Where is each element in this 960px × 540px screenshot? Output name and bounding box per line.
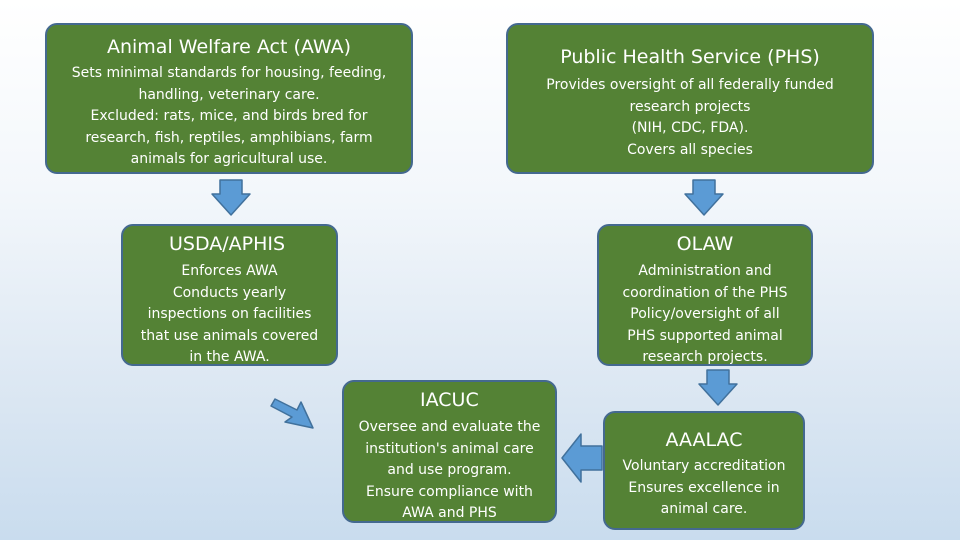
olaw-line: research projects. bbox=[642, 349, 768, 366]
iacuc-line: and use program. bbox=[387, 462, 512, 479]
olaw-to-aaalac-arrow-icon bbox=[698, 369, 738, 406]
aaalac-description: Voluntary accreditation Ensures excellen… bbox=[605, 456, 803, 521]
awa-to-usda-arrow-icon bbox=[211, 179, 251, 216]
aaalac-line: animal care. bbox=[660, 501, 748, 518]
usda-aphis-line: inspections on facilities bbox=[147, 306, 312, 323]
iacuc-box: IACUC Oversee and evaluate the instituti… bbox=[342, 380, 557, 523]
iacuc-line: Ensure compliance with bbox=[366, 483, 533, 500]
usda-aphis-title: USDA/APHIS bbox=[169, 233, 286, 255]
aaalac-title: AAALAC bbox=[665, 429, 743, 451]
olaw-line: Administration and bbox=[638, 263, 772, 279]
awa-line: handling, veterinary care. bbox=[138, 86, 320, 103]
usda-aphis-description: Enforces AWA Conducts yearly inspections… bbox=[123, 261, 336, 369]
awa-line: Sets minimal standards for housing, feed… bbox=[71, 65, 387, 81]
iacuc-line: institution's animal care bbox=[365, 440, 534, 457]
olaw-title: OLAW bbox=[676, 233, 734, 255]
aaalac-box: AAALAC Voluntary accreditation Ensures e… bbox=[603, 411, 805, 530]
phs-title: Public Health Service (PHS) bbox=[560, 46, 820, 68]
iacuc-description: Oversee and evaluate the institution's a… bbox=[344, 417, 555, 525]
usda-aphis-line: that use animals covered bbox=[140, 327, 319, 344]
awa-line: research, fish, reptiles, amphibians, fa… bbox=[85, 129, 373, 146]
usda-to-iacuc-arrow-icon bbox=[270, 398, 314, 429]
iacuc-line: AWA and PHS bbox=[402, 505, 497, 522]
awa-box: Animal Welfare Act (AWA) Sets minimal st… bbox=[45, 23, 413, 174]
phs-line: Provides oversight of all federally fund… bbox=[546, 77, 834, 93]
olaw-line: Policy/oversight of all bbox=[630, 306, 780, 323]
usda-aphis-box: USDA/APHIS Enforces AWA Conducts yearly … bbox=[121, 224, 338, 366]
aaalac-to-iacuc-arrow-icon bbox=[561, 433, 603, 483]
usda-aphis-line: Enforces AWA bbox=[181, 263, 278, 279]
olaw-box: OLAW Administration and coordination of … bbox=[597, 224, 813, 366]
phs-line: research projects bbox=[629, 98, 751, 115]
olaw-description: Administration and coordination of the P… bbox=[599, 261, 811, 369]
olaw-line: PHS supported animal bbox=[627, 327, 783, 344]
usda-aphis-line: Conducts yearly bbox=[172, 284, 287, 301]
phs-box: Public Health Service (PHS) Provides ove… bbox=[506, 23, 874, 174]
iacuc-title: IACUC bbox=[420, 389, 479, 411]
aaalac-line: Ensures excellence in bbox=[628, 479, 780, 496]
phs-line: (NIH, CDC, FDA). bbox=[631, 120, 749, 137]
usda-aphis-line: in the AWA. bbox=[189, 349, 270, 366]
phs-description: Provides oversight of all federally fund… bbox=[508, 75, 872, 161]
awa-title: Animal Welfare Act (AWA) bbox=[106, 36, 351, 58]
awa-line: animals for agricultural use. bbox=[130, 151, 328, 168]
olaw-line: coordination of the PHS bbox=[622, 284, 788, 301]
awa-line: Excluded: rats, mice, and birds bred for bbox=[90, 108, 368, 125]
phs-to-olaw-arrow-icon bbox=[684, 179, 724, 216]
aaalac-line: Voluntary accreditation bbox=[622, 458, 786, 474]
iacuc-line: Oversee and evaluate the bbox=[358, 419, 541, 435]
phs-line: Covers all species bbox=[627, 141, 753, 158]
awa-description: Sets minimal standards for housing, feed… bbox=[47, 63, 411, 171]
